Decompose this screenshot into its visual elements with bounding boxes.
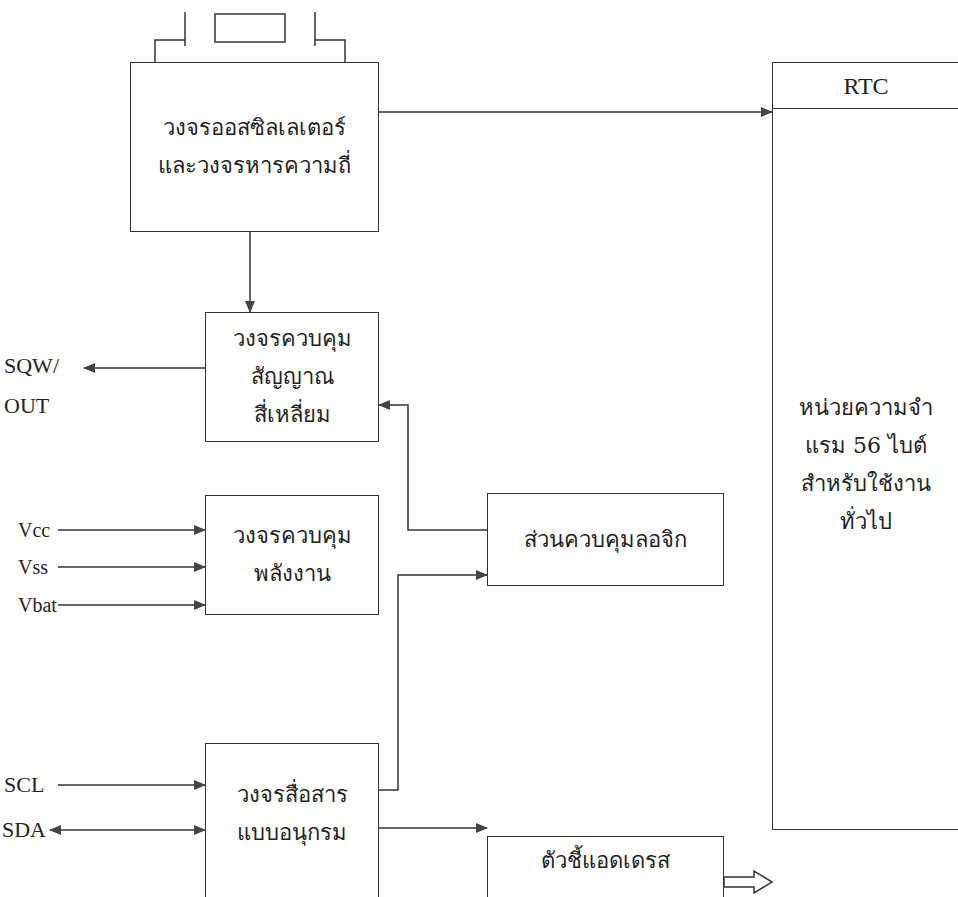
block-text: วงจรสื่อสาร แบบอนุกรม [206,772,378,856]
process-box: วงจรควบคุม สัญญาณสี่เหลี่ยม [205,312,379,442]
rtc-memory-box: RTC หน่วยความจำ แรม 56 ไบต์ สำหรับใช้งาน … [772,62,958,830]
pin-label: SDA [2,809,46,851]
process-box: ตัวชี้แอดเดรส [487,836,724,897]
block-heading: RTC [773,63,958,109]
pin-label: Vbat [18,584,57,626]
block-text: วงจรควบคุม พลังงาน [206,513,378,597]
process-box: วงจรออสซิลเลเตอร์ และวงจรหารความถี่ [130,62,379,232]
pin-label: SCL [4,764,44,806]
process-box: วงจรควบคุม พลังงาน [205,495,379,615]
signal-arrow [379,405,487,530]
block-text: วงจรออสซิลเลเตอร์ และวงจรหารความถี่ [131,105,378,189]
bus-arrow [724,871,772,893]
block-text: หน่วยความจำ แรม 56 ไบต์ สำหรับใช้งาน ทั่… [773,385,958,545]
pin-wires [50,368,205,830]
pin-label: SQW/ OUT [4,346,76,426]
pin-label: Vss [18,546,48,588]
signal-arrow [379,575,487,790]
signal-arrow [379,827,487,829]
block-text: ตัวชี้แอดเดรส [531,838,680,884]
pin-label: Vcc [18,509,50,551]
process-box: วงจรสื่อสาร แบบอนุกรม [205,743,379,897]
process-box: ส่วนควบคุมลอจิก [487,493,724,586]
signal-arrow [249,232,251,312]
signal-arrow [379,111,772,113]
block-text: ส่วนควบคุมลอจิก [514,517,697,563]
crystal-symbol [155,12,345,62]
block-text: วงจรควบคุม สัญญาณสี่เหลี่ยม [206,316,378,438]
